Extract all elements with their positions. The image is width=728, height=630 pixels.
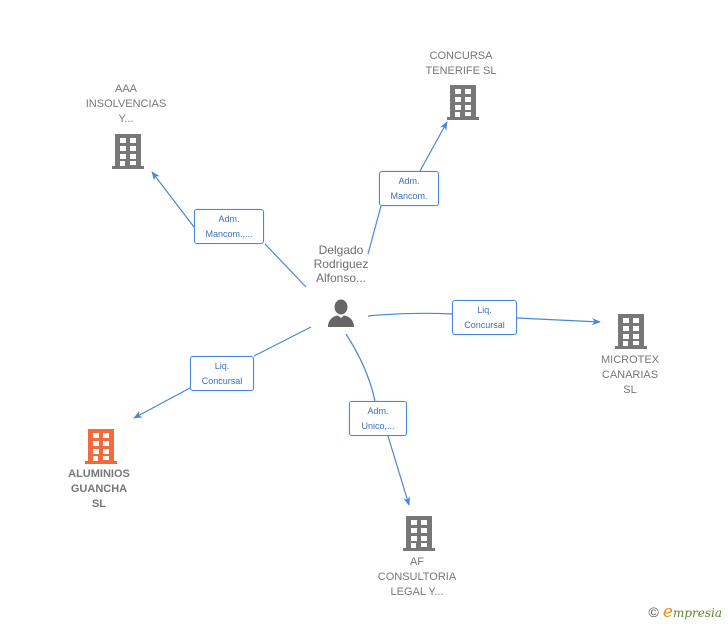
building-icon[interactable] xyxy=(615,313,647,349)
building-icon[interactable] xyxy=(112,133,144,169)
company-label-microtex[interactable]: MICROTEX CANARIAS SL xyxy=(565,353,695,398)
edge-label-line: Mancom.,... xyxy=(205,229,253,239)
label-line: Y... xyxy=(118,113,134,125)
person-label-line: Alfonso... xyxy=(315,271,367,285)
person-icon[interactable] xyxy=(326,298,356,328)
empresia-watermark: © empresia xyxy=(649,602,722,622)
company-label-aluminios[interactable]: ALUMINIOS GUANCHA SL xyxy=(34,467,164,512)
edge-microtex-segment xyxy=(367,312,453,317)
label-line: CANARIAS xyxy=(601,369,659,381)
edge-aluminios-segment xyxy=(253,326,312,357)
edge-aaa-segment xyxy=(264,243,307,288)
label-line: GUANCHA xyxy=(70,483,128,495)
person-label[interactable]: Delgado Rodriguez Alfonso... xyxy=(276,243,406,285)
person-label-line: Delgado xyxy=(318,243,364,257)
edge-label-line: Mancom. xyxy=(390,191,428,201)
building-icon[interactable] xyxy=(403,515,435,551)
edge-microtex-arrow-segment xyxy=(516,317,601,326)
label-line: SL xyxy=(623,384,637,396)
edge-label-line: Liq. xyxy=(214,361,230,371)
brand-initial: e xyxy=(662,602,673,622)
edge-label-line: Concursal xyxy=(464,320,505,330)
label-line: ALUMINIOS xyxy=(68,468,130,480)
company-label-aaa[interactable]: AAA INSOLVENCIAS Y... xyxy=(61,82,191,127)
brand-logo: empresia xyxy=(663,602,722,622)
edge-label-af[interactable]: Adm. Unico,... xyxy=(349,401,407,436)
edge-label-aaa[interactable]: Adm. Mancom.,... xyxy=(194,209,264,244)
label-line: MICROTEX xyxy=(600,354,660,366)
label-line: AAA xyxy=(114,83,137,95)
label-line: INSOLVENCIAS xyxy=(85,98,167,110)
company-label-concursa[interactable]: CONCURSA TENERIFE SL xyxy=(396,49,526,79)
edge-label-line: Adm. xyxy=(218,214,240,224)
brand-name: mpresia xyxy=(672,606,722,620)
edge-label-line: Adm. xyxy=(367,406,389,416)
edge-label-aluminios[interactable]: Liq. Concursal xyxy=(190,356,254,391)
edge-concursa-segment xyxy=(367,205,382,255)
edge-label-line: Concursal xyxy=(201,376,243,386)
edge-af-segment xyxy=(345,333,376,402)
edge-label-line: Adm. xyxy=(398,176,420,186)
label-line: TENERIFE SL xyxy=(425,65,497,77)
edge-concursa-arrow-segment xyxy=(419,121,448,172)
person-label-line: Rodriguez xyxy=(313,257,369,271)
building-icon[interactable] xyxy=(447,84,479,120)
label-line: CONCURSA xyxy=(429,50,493,62)
company-label-af[interactable]: AF CONSULTORIA LEGAL Y... xyxy=(352,555,482,600)
edge-label-concursa[interactable]: Adm. Mancom. xyxy=(379,171,439,206)
label-line: AF xyxy=(409,556,425,568)
copyright-icon: © xyxy=(648,604,659,620)
edge-aaa-arrow-segment xyxy=(151,171,195,228)
edge-label-line: Unico,... xyxy=(361,421,395,431)
edge-aluminios-arrow-segment xyxy=(133,387,191,419)
edge-label-microtex[interactable]: Liq. Concursal xyxy=(452,300,517,335)
edge-label-line: Liq. xyxy=(477,305,492,315)
edge-af-arrow-segment xyxy=(387,435,411,506)
label-line: LEGAL Y... xyxy=(390,586,444,598)
label-line: CONSULTORIA xyxy=(377,571,457,583)
label-line: SL xyxy=(91,498,107,510)
building-icon-highlighted[interactable] xyxy=(85,428,117,464)
